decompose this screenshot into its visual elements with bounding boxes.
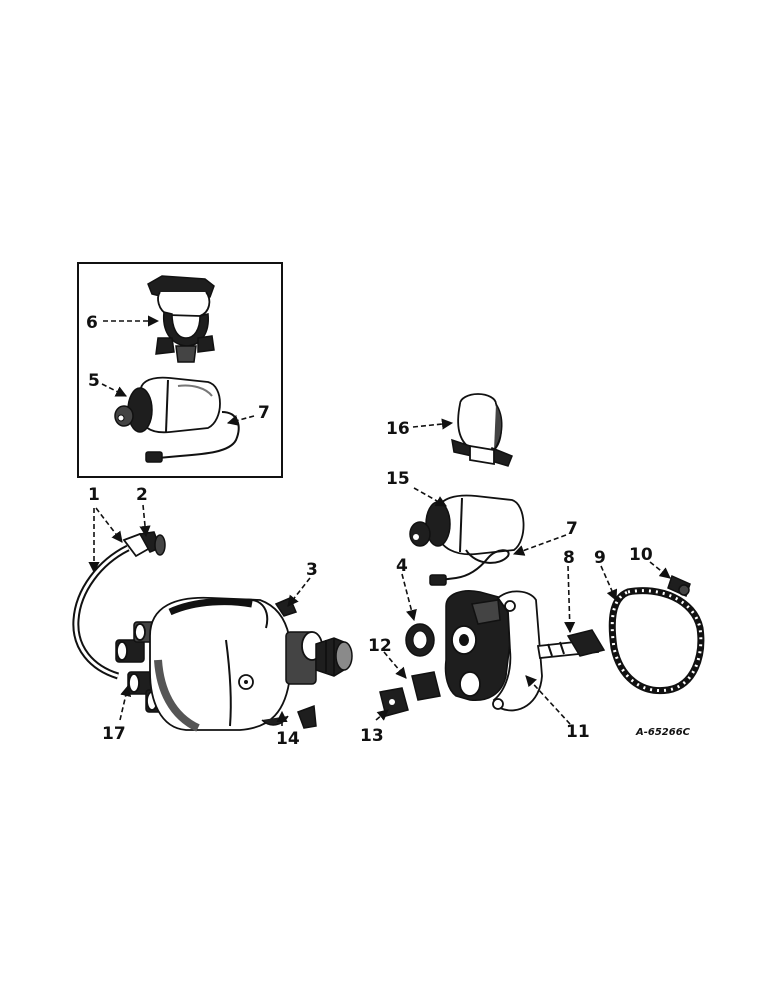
callout-5: 5 bbox=[88, 371, 100, 391]
cover-plate bbox=[379, 687, 409, 717]
callout-4: 4 bbox=[396, 556, 408, 576]
leader-lines bbox=[88, 315, 671, 726]
callout-14: 14 bbox=[276, 729, 300, 749]
inset-box bbox=[77, 262, 283, 478]
reference-code: A-65266C bbox=[635, 727, 691, 738]
callout-17: 17 bbox=[102, 724, 126, 744]
grommet bbox=[122, 531, 166, 558]
callout-13: 13 bbox=[360, 726, 384, 746]
gasket bbox=[608, 587, 705, 695]
inset-coil bbox=[114, 376, 221, 434]
distributor-body bbox=[149, 596, 353, 732]
contact-plate bbox=[411, 671, 441, 701]
lead-wire bbox=[429, 549, 510, 586]
callout-3: 3 bbox=[306, 560, 318, 580]
callout-2: 2 bbox=[136, 485, 148, 505]
coil bbox=[409, 494, 525, 556]
inset-coil-bracket bbox=[147, 275, 215, 363]
callout-11: 11 bbox=[566, 722, 590, 742]
callout-9: 9 bbox=[594, 548, 606, 568]
shaft bbox=[536, 629, 606, 659]
cable-assembly bbox=[72, 531, 166, 680]
callout-6: 6 bbox=[86, 313, 98, 333]
callout-16: 16 bbox=[386, 419, 410, 439]
callout-7-main: 7 bbox=[566, 519, 578, 539]
housing bbox=[444, 590, 543, 712]
screw bbox=[667, 574, 691, 598]
callout-12: 12 bbox=[368, 636, 392, 656]
washer bbox=[405, 623, 435, 657]
callout-1: 1 bbox=[88, 485, 100, 505]
callout-10: 10 bbox=[629, 545, 653, 565]
callout-7-inset: 7 bbox=[258, 403, 270, 423]
callout-15: 15 bbox=[386, 469, 410, 489]
callout-8: 8 bbox=[563, 548, 575, 568]
coil-bracket bbox=[451, 393, 513, 467]
callout-labels: 1 2 3 4 5 6 7 7 8 9 10 11 12 13 14 15 16… bbox=[86, 313, 691, 749]
